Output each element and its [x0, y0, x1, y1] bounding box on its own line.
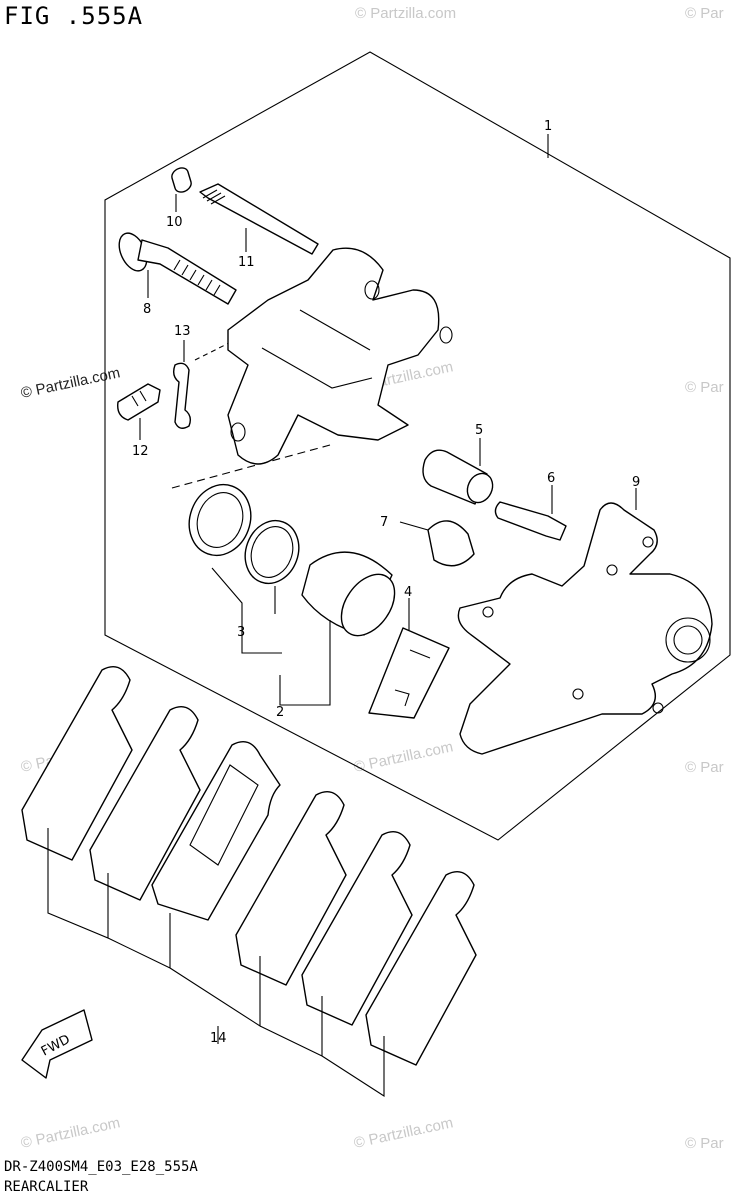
caliper-body — [227, 247, 453, 465]
callout-7: 7 — [380, 515, 388, 530]
watermark-left-3: © Partzilla.com — [19, 1114, 121, 1152]
part-9-bracket — [457, 488, 713, 755]
watermark-right-2: © Par — [685, 759, 724, 776]
callout-11: 11 — [238, 255, 255, 270]
watermark-left: © Partzilla.com — [19, 364, 121, 402]
callout-13: 13 — [174, 324, 191, 339]
part-13-clip — [172, 339, 236, 429]
watermark-right: © Par — [685, 379, 724, 396]
part-10-cap — [171, 167, 192, 212]
part-12-bleeder — [117, 383, 161, 440]
figure-title: FIG .555A — [4, 2, 144, 30]
callout-9: 9 — [632, 475, 640, 490]
part-5-sleeve — [422, 438, 494, 505]
watermark-mid-3: © Partzilla.com — [352, 1114, 454, 1152]
part-2-piston — [279, 551, 396, 706]
fwd-arrow: FWD — [21, 1009, 93, 1079]
callout-5: 5 — [475, 423, 483, 438]
callout-12: 12 — [132, 444, 149, 459]
axis-line — [171, 444, 331, 489]
callout-3: 3 — [237, 625, 245, 640]
part-3-seals — [188, 483, 300, 654]
part-11-pin — [199, 183, 319, 255]
model-code: DR-Z400SM4_E03_E28_555A — [4, 1159, 198, 1175]
watermark-mid-2: © Partzilla.com — [352, 738, 454, 776]
callout-1: 1 — [544, 119, 552, 134]
part-14-pads — [21, 666, 477, 1098]
part-7-boot — [399, 520, 475, 567]
callout-2: 2 — [276, 705, 284, 720]
callout-8: 8 — [143, 302, 151, 317]
part-4-spring — [368, 598, 450, 719]
callout-6: 6 — [547, 471, 555, 486]
part-8-bolt — [118, 232, 237, 305]
part-6-pin — [494, 485, 567, 541]
assembly-outline — [104, 51, 731, 841]
callout-14: 14 — [210, 1031, 227, 1046]
watermark-top-right: © Par — [685, 5, 724, 22]
callout-10: 10 — [166, 215, 183, 230]
watermark-right-3: © Par — [685, 1135, 724, 1152]
callout-4: 4 — [404, 585, 412, 600]
diagram-caption: REARCALIER — [4, 1179, 89, 1195]
watermark-top-center: © Partzilla.com — [355, 5, 456, 22]
